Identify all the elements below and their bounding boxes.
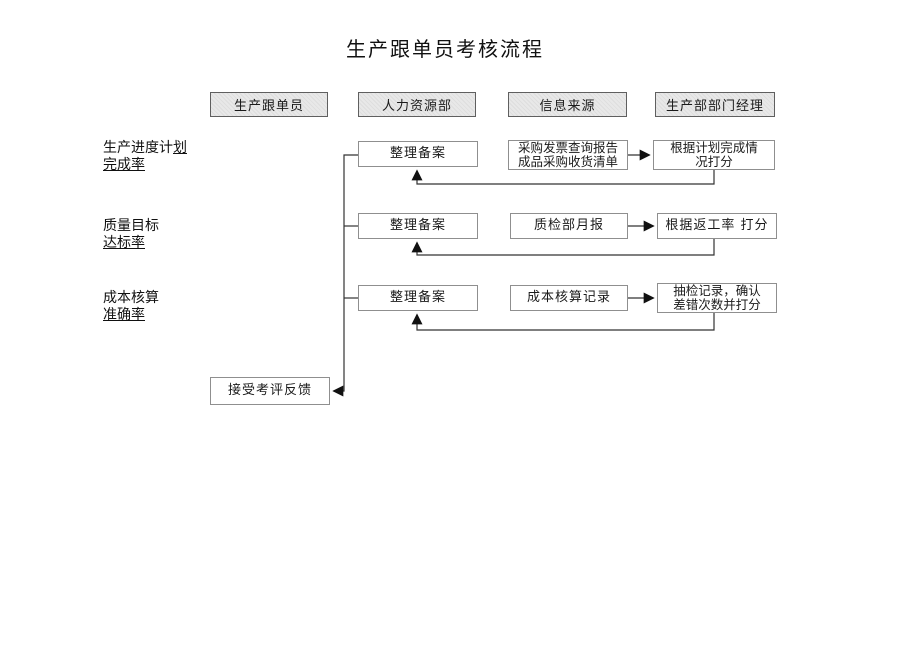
box-score-row3: 抽检记录，确认 差错次数并打分 [657, 283, 777, 313]
box-label: 根据返工率 打分 [665, 218, 769, 233]
metric-label-row2: 质量目标 达标率 [103, 218, 159, 252]
lane-header-label: 信息来源 [539, 99, 596, 114]
metric-text-underlined: 完成率 [103, 157, 145, 173]
arrow-row3-score-to-file [411, 313, 715, 331]
lane-header-production-dept-manager: 生产部部门经理 [655, 92, 775, 117]
box-label: 质检部月报 [533, 218, 604, 233]
lane-header-label: 生产跟单员 [233, 99, 304, 114]
arrow-row1-score-to-file [411, 169, 715, 185]
box-label: 根据计划完成情 况打分 [670, 140, 758, 169]
box-score-row2: 根据返工率 打分 [657, 213, 777, 239]
box-label: 接受考评反馈 [227, 383, 312, 398]
box-source-row3: 成本核算记录 [510, 285, 628, 311]
metric-text: 生产进度计 [103, 140, 173, 156]
lane-header-production-merchandiser: 生产跟单员 [210, 92, 328, 117]
box-source-row2: 质检部月报 [510, 213, 628, 239]
box-label: 采购发票查询报告 成品采购收货清单 [517, 140, 618, 169]
box-label: 整理备案 [389, 146, 446, 161]
metric-text: 成本核算 [103, 290, 159, 306]
box-organize-file-row1: 整理备案 [358, 141, 478, 167]
page-title: 生产跟单员考核流程 [346, 37, 544, 61]
box-label: 整理备案 [389, 218, 446, 233]
box-receive-feedback: 接受考评反馈 [210, 377, 330, 405]
arrow-spine-to-feedback-box [332, 154, 358, 397]
metric-text: 质量目标 [103, 218, 159, 234]
box-label: 整理备案 [389, 290, 446, 305]
lane-header-information-source: 信息来源 [508, 92, 627, 117]
box-source-row1: 采购发票查询报告 成品采购收货清单 [508, 140, 628, 170]
box-score-row1: 根据计划完成情 况打分 [653, 140, 775, 170]
box-organize-file-row2: 整理备案 [358, 213, 478, 239]
metric-label-row1: 生产进度计划 完成率 [103, 140, 187, 174]
box-label: 成本核算记录 [526, 290, 611, 305]
lane-header-human-resources: 人力资源部 [358, 92, 476, 117]
metric-text-underlined: 划 [173, 140, 187, 156]
box-label: 抽检记录，确认 差错次数并打分 [673, 283, 761, 312]
arrow-row2-score-to-file [411, 239, 715, 256]
metric-text-underlined: 准确率 [103, 307, 145, 323]
metric-text-underlined: 达标率 [103, 235, 145, 251]
lane-header-label: 生产部部门经理 [665, 99, 764, 114]
lane-header-label: 人力资源部 [381, 99, 452, 114]
metric-label-row3: 成本核算 准确率 [103, 290, 159, 324]
box-organize-file-row3: 整理备案 [358, 285, 478, 311]
